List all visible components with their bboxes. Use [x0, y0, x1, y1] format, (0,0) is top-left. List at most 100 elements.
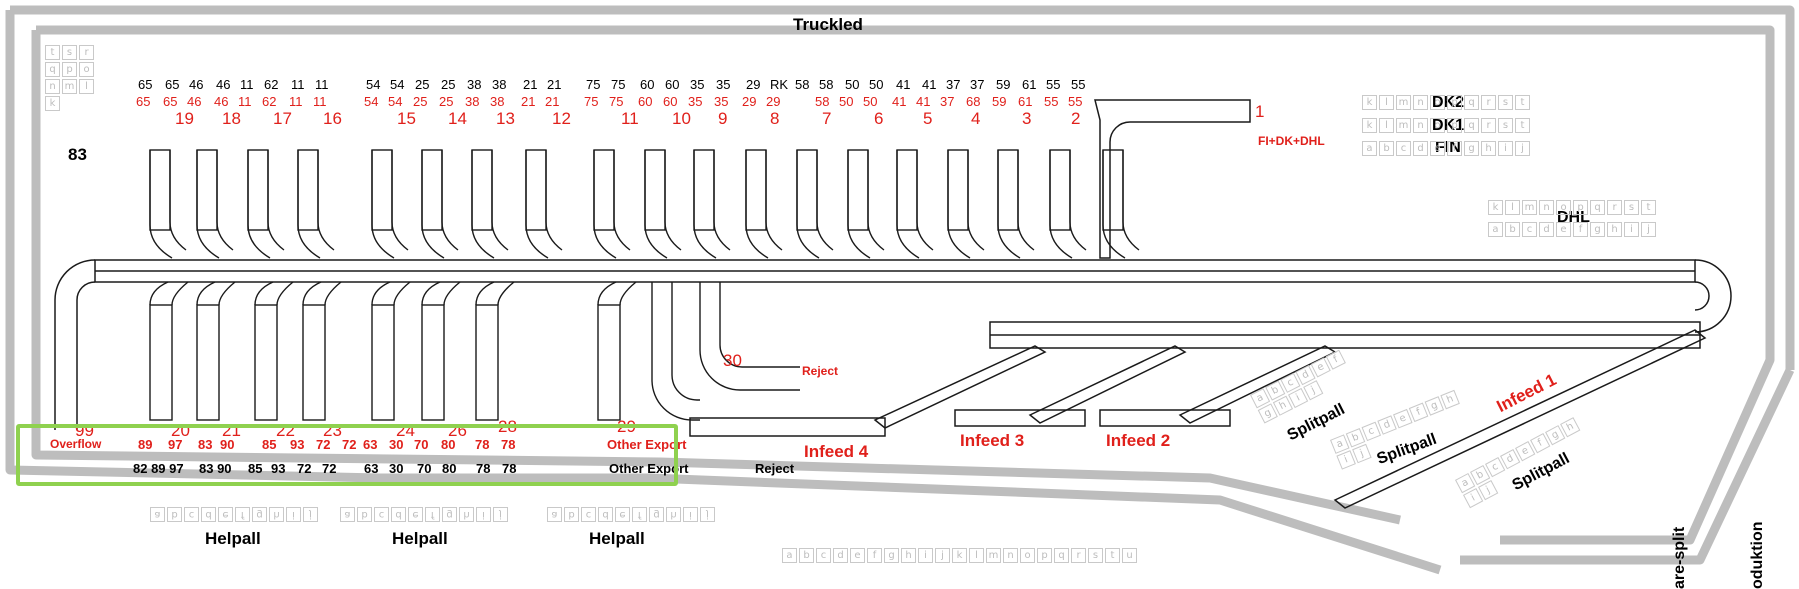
- dock-letter-cell: d: [833, 548, 848, 563]
- dock-letter-cell: a: [547, 507, 562, 522]
- top-code-red: 38: [490, 94, 505, 109]
- dock-letter-cell: l: [1379, 95, 1394, 110]
- top-code-black: 11: [240, 77, 254, 92]
- top-code-black: 46: [216, 77, 231, 92]
- top-chute-number: 9: [718, 109, 728, 128]
- top-code-black: 35: [690, 77, 705, 92]
- top-code-red: 75: [609, 94, 624, 109]
- top-chute-number: 17: [273, 109, 292, 128]
- top-code-red: 50: [863, 94, 878, 109]
- dock-letter-cell: r: [1481, 95, 1496, 110]
- top-chute: [196, 150, 234, 259]
- dock-letter-cell: i: [476, 507, 491, 522]
- top-chute-number: 8: [770, 109, 780, 128]
- top-code-black: 58: [819, 77, 834, 92]
- bottom-chute: [475, 281, 515, 306]
- dock-letter-cell: f: [1447, 141, 1462, 156]
- top-code-black: 62: [264, 77, 279, 92]
- top-chute-number: 18: [222, 109, 241, 128]
- dock-letter-cell: e: [218, 507, 233, 522]
- helpall-label-2: Helpall: [392, 529, 448, 548]
- top-chute-body: [745, 149, 767, 231]
- bottom-code-black: 30: [389, 461, 404, 476]
- dk1-label: DK1: [1432, 117, 1465, 134]
- bottom-chute-body: [254, 304, 278, 421]
- dock-letter-cell: r: [1071, 548, 1086, 563]
- dock-letter-cell: b: [357, 507, 372, 522]
- dock-letter-cell: s: [1498, 118, 1513, 133]
- top-code-black: 54: [390, 77, 405, 92]
- bottom-chute: [254, 281, 294, 306]
- top-code-red: 21: [545, 94, 560, 109]
- dock-letter-cell: j: [935, 548, 950, 563]
- top-code-black: 58: [795, 77, 810, 92]
- top-chute-body: [247, 149, 269, 231]
- top-code-red: 65: [136, 94, 151, 109]
- top-code-red: 54: [388, 94, 403, 109]
- dock-letter-cell: d: [201, 507, 216, 522]
- dock-letter-cell: m: [986, 548, 1001, 563]
- dock-letter-cell: c: [816, 548, 831, 563]
- main-sorter: [54, 259, 1732, 430]
- dock-letter-cell: b: [1505, 222, 1520, 237]
- top-code-black: 59: [996, 77, 1011, 92]
- dock-letter-cell: f: [867, 548, 882, 563]
- dock-letter-cell: n: [1003, 548, 1018, 563]
- top-code-black: 35: [716, 77, 731, 92]
- dock-letter-cell: e: [1430, 141, 1445, 156]
- dock-letter-cell: t: [1105, 548, 1120, 563]
- dock-letter-cell: m: [1396, 95, 1411, 110]
- top-chute-body: [693, 149, 715, 231]
- dock-letter-cell: s: [62, 45, 77, 60]
- top-code-black: 60: [640, 77, 655, 92]
- top-code-red: 21: [521, 94, 536, 109]
- bottom-code-red: 93: [290, 437, 305, 452]
- bottom-code-black: 72: [322, 461, 337, 476]
- bottom-code-red: 80: [441, 437, 456, 452]
- dock-letter-cell: g: [252, 507, 267, 522]
- dock-letter-cell: j: [493, 507, 508, 522]
- top-code-red: 50: [839, 94, 854, 109]
- top-code-black: 38: [492, 77, 507, 92]
- top-chute: [847, 150, 885, 259]
- top-code-red: 61: [1018, 94, 1033, 109]
- reject-black-label: Reject: [755, 461, 795, 476]
- fi-dk-dhl-label: FI+DK+DHL: [1258, 134, 1325, 148]
- bottom-code-black: 78: [476, 461, 491, 476]
- truckled-label: Truckled: [793, 15, 863, 34]
- top-code-black: 37: [970, 77, 985, 92]
- dock-letter-cell: m: [1396, 118, 1411, 133]
- bottom-code-red: 97: [168, 437, 183, 452]
- top-code-red: 11: [289, 94, 303, 109]
- top-chute-body: [997, 149, 1019, 231]
- bottom-code-black: 85: [248, 461, 263, 476]
- top-chute-number: 19: [175, 109, 194, 128]
- top-chute-body: [593, 149, 615, 231]
- building-walls: [5, 5, 1795, 575]
- dock-letter-cell: k: [1362, 95, 1377, 110]
- bottom-code-black: 63: [364, 461, 379, 476]
- top-chute: [421, 150, 459, 259]
- top-code-red: 58: [815, 94, 830, 109]
- top-code-red: 11: [313, 94, 327, 109]
- top-code-black: 21: [523, 77, 538, 92]
- dock-letter-cell: f: [1573, 222, 1588, 237]
- top-chute-number: 7: [822, 109, 832, 128]
- top-chute-number: 12: [552, 109, 571, 128]
- reject-chutes: [651, 282, 800, 421]
- dock-letter-cell: l: [79, 79, 94, 94]
- dock-letter-cell: o: [79, 62, 94, 77]
- dock-letter-cell: g: [884, 548, 899, 563]
- top-code-black: 25: [441, 77, 456, 92]
- dock-letter-cell: d: [598, 507, 613, 522]
- bottom-chutes: [149, 281, 637, 421]
- top-chute: [247, 150, 285, 259]
- dock-letter-cell: r: [1481, 118, 1496, 133]
- other-export-black-label: Other Export: [609, 461, 689, 476]
- top-code-black: 65: [138, 77, 153, 92]
- dock-letter-cell: h: [1607, 222, 1622, 237]
- top-code-black: 61: [1022, 77, 1037, 92]
